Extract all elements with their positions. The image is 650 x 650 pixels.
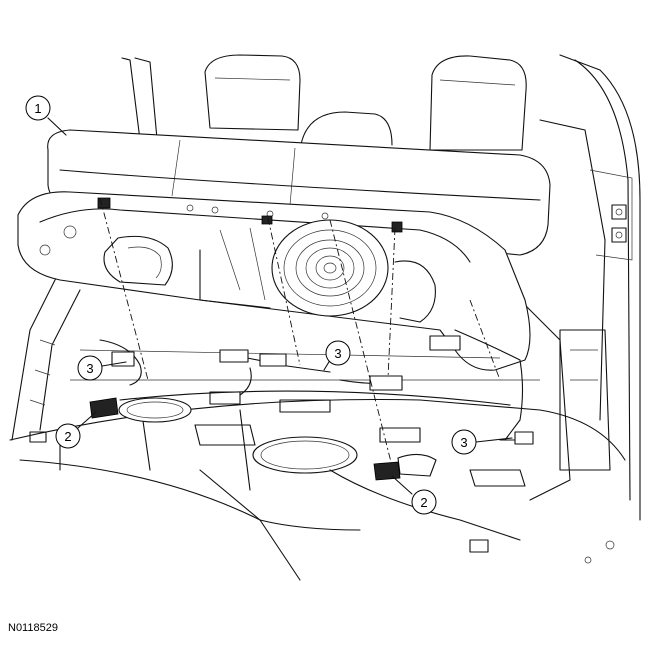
leader-lines <box>99 197 501 467</box>
callout-3-left-label: 3 <box>86 361 93 376</box>
connectors <box>89 335 534 481</box>
callout-leaders <box>47 117 513 495</box>
cargo-floor <box>9 349 626 581</box>
vehicle-body-right <box>519 54 641 521</box>
callout-3-right: 3 <box>451 429 477 455</box>
callout-2-right: 2 <box>411 489 437 515</box>
callout-3-right-label: 3 <box>460 435 467 450</box>
figure-id: N0118529 <box>8 622 58 634</box>
callout-2-right-label: 2 <box>420 495 427 510</box>
callout-3-left: 3 <box>77 355 103 381</box>
front-seat-headrests <box>204 54 527 151</box>
callout-3-center-label: 3 <box>334 346 341 361</box>
rear-seat-back <box>17 129 551 371</box>
callout-2-left-label: 2 <box>64 429 71 444</box>
callout-3-center: 3 <box>325 340 351 366</box>
vehicle-body-left <box>11 57 159 441</box>
callout-1-label: 1 <box>34 101 41 116</box>
callout-2-left: 2 <box>55 423 81 449</box>
callout-1: 1 <box>25 95 51 121</box>
